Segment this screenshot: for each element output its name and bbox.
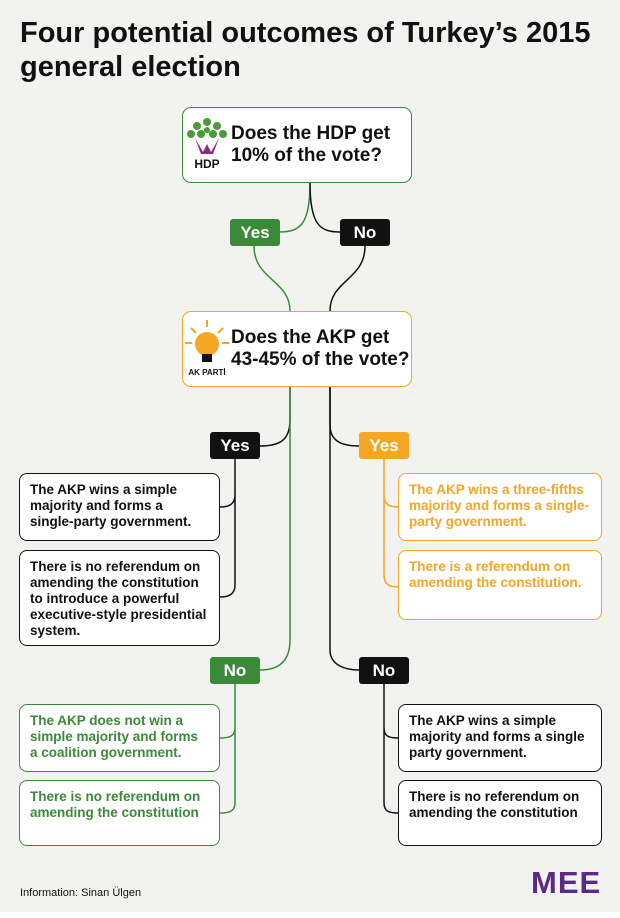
outcome-box: There is no referendum on amending the c…	[19, 550, 220, 646]
svg-text:AK PARTİ: AK PARTİ	[188, 368, 225, 377]
akp-yes-hdp-yes-label: Yes	[359, 432, 409, 459]
hdp-question-box: HDP Does the HDP get 10% of the vote?	[182, 107, 412, 183]
outcome-box: The AKP wins a simple majority and forms…	[398, 704, 602, 772]
hdp-question-text: Does the HDP get 10% of the vote?	[231, 123, 391, 166]
outcome-box: There is a referendum on amending the co…	[398, 550, 602, 620]
outcome-box: There is no referendum on amending the c…	[398, 780, 602, 846]
hdp-yes-label: Yes	[230, 219, 280, 246]
outcome-box: The AKP wins a simple majority and forms…	[19, 473, 220, 541]
akp-yes-hdp-no-label: Yes	[210, 432, 260, 459]
outcome-box: The AKP wins a three-fifths majority and…	[398, 473, 602, 541]
source-credit: Information: Sinan Ülgen	[20, 887, 142, 899]
outcome-box: There is no referendum on amending the c…	[19, 780, 220, 846]
mee-logo: MEE	[531, 865, 602, 900]
akp-no-hdp-no-label: No	[359, 657, 409, 684]
hdp-logo: HDP	[183, 114, 231, 176]
page-title: Four potential outcomes of Turkey’s 2015…	[20, 17, 591, 83]
akp-question-text: Does the AKP get 43-45% of the vote?	[231, 327, 410, 370]
akp-logo: AK PARTİ	[183, 318, 231, 380]
outcome-box: The AKP does not win a simple majority a…	[19, 704, 220, 772]
akp-no-hdp-yes-label: No	[210, 657, 260, 684]
akp-question-box: AK PARTİ Does the AKP get 43-45% of the …	[182, 311, 412, 387]
svg-text:HDP: HDP	[194, 157, 219, 171]
hdp-no-label: No	[340, 219, 390, 246]
